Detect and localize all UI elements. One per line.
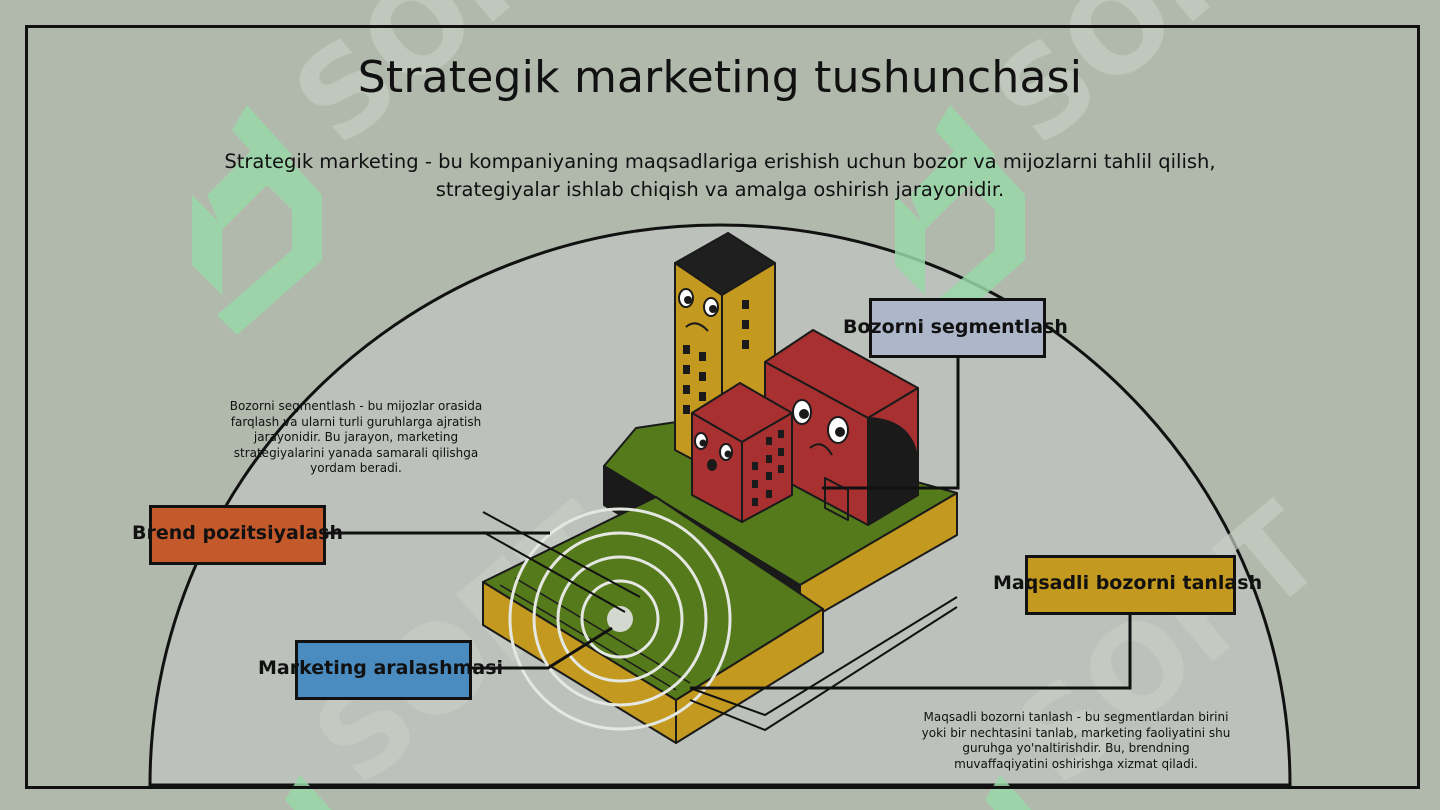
targeting-description: Maqsadli bozorni tanlash - bu segmentlar… <box>921 710 1231 771</box>
page-title: Strategik marketing tushunchasi <box>357 52 1083 103</box>
targeting-label: Maqsadli bozorni tanlash <box>993 572 1263 594</box>
mix-box <box>295 640 472 700</box>
segmentation-label: Bozorni segmentlash <box>843 316 1068 338</box>
connector-lines <box>325 357 1132 690</box>
brand-box <box>149 505 326 565</box>
target-rings <box>508 507 732 731</box>
brand-label: Brend pozitsiyalash <box>132 522 343 544</box>
page-subtitle: Strategik marketing - bu kompaniyaning m… <box>224 150 1216 201</box>
decorative-lines <box>482 511 958 732</box>
watermark-logo <box>192 105 1032 810</box>
target-center <box>607 606 633 632</box>
segmentation-box <box>869 298 1046 358</box>
big-red-building <box>764 329 919 526</box>
small-red-building <box>691 382 793 523</box>
slide-frame <box>25 25 1420 789</box>
segmentation-description: Bozorni segmentlash - bu mijozlar orasid… <box>229 399 483 475</box>
mix-label: Marketing aralashmasi <box>258 657 504 679</box>
targeting-box <box>1025 555 1236 615</box>
